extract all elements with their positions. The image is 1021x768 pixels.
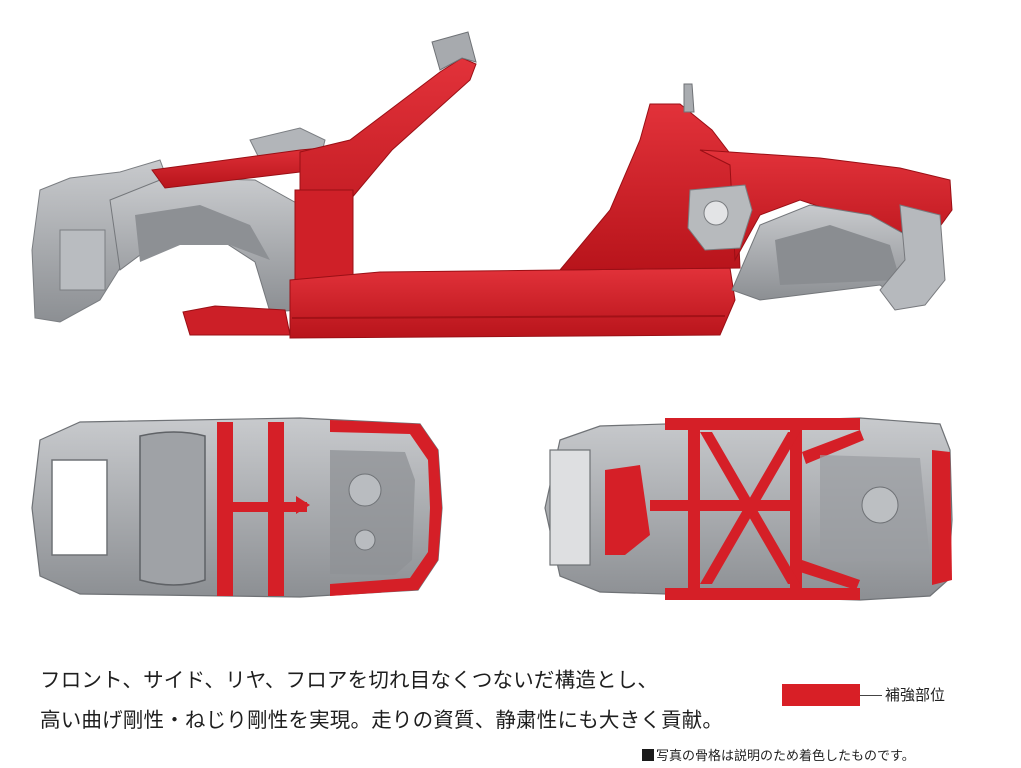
legend-leader-line (860, 695, 882, 696)
underbody-view-left (31, 417, 443, 598)
brace-rail-top (665, 418, 860, 430)
brace-rail-bottom (665, 588, 860, 600)
legend-label: 補強部位 (885, 686, 946, 704)
side-view-structure (31, 31, 953, 339)
side-sill-red (289, 267, 736, 339)
caption-line-1: フロント、サイド、リヤ、フロアを切れ目なくつないだ構造とし、 (40, 668, 659, 692)
note-bullet-square (642, 749, 654, 761)
body-structure-illustration (31, 31, 953, 601)
underbody-view-right (544, 417, 953, 601)
caption-line-2: 高い曲げ剛性・ねじり剛性を実現。走りの資質、静粛性にも大きく貢献。 (40, 708, 724, 732)
legend-swatch-red (782, 684, 860, 706)
footnote: 写真の骨格は説明のため着色したものです。 (642, 745, 915, 764)
footnote-text: 写真の骨格は説明のため着色したものです。 (656, 749, 915, 764)
